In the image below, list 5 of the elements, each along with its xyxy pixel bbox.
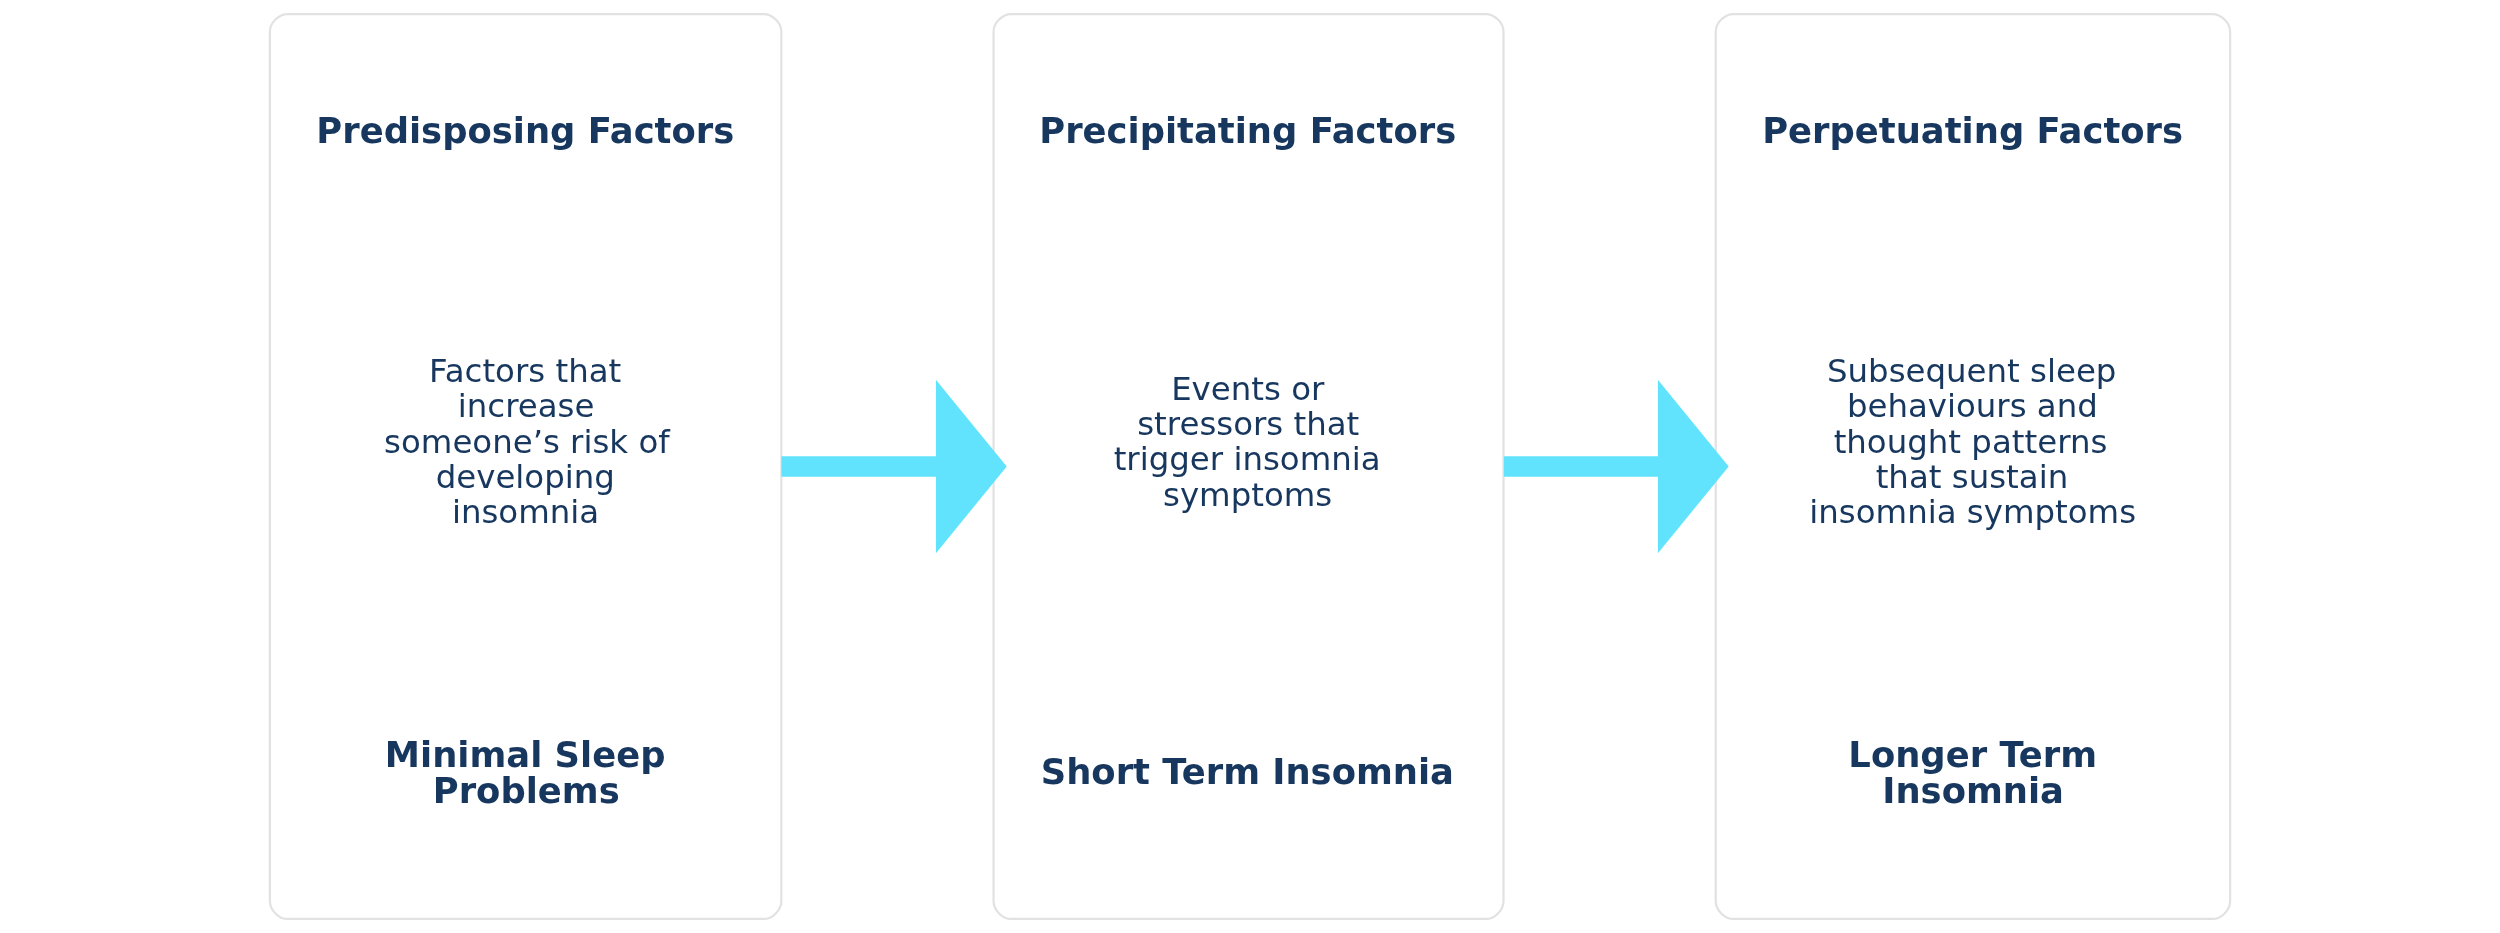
node-box: Perpetuating Factors Subsequent sleep behaviours and thought patterns that sustain insomnia symptoms Longer Term Insomnia [1714,12,2232,921]
node-box: Precipitating Factors Events or stressors that trigger insomnia symptoms Short Term Insomnia [992,12,1505,921]
node-box: Predisposing Factors Factors that increase someone’s risk of developing insomnia Minimal Sleep Problems [268,12,783,921]
arrow [1503,379,1729,554]
arrow [781,379,1007,554]
